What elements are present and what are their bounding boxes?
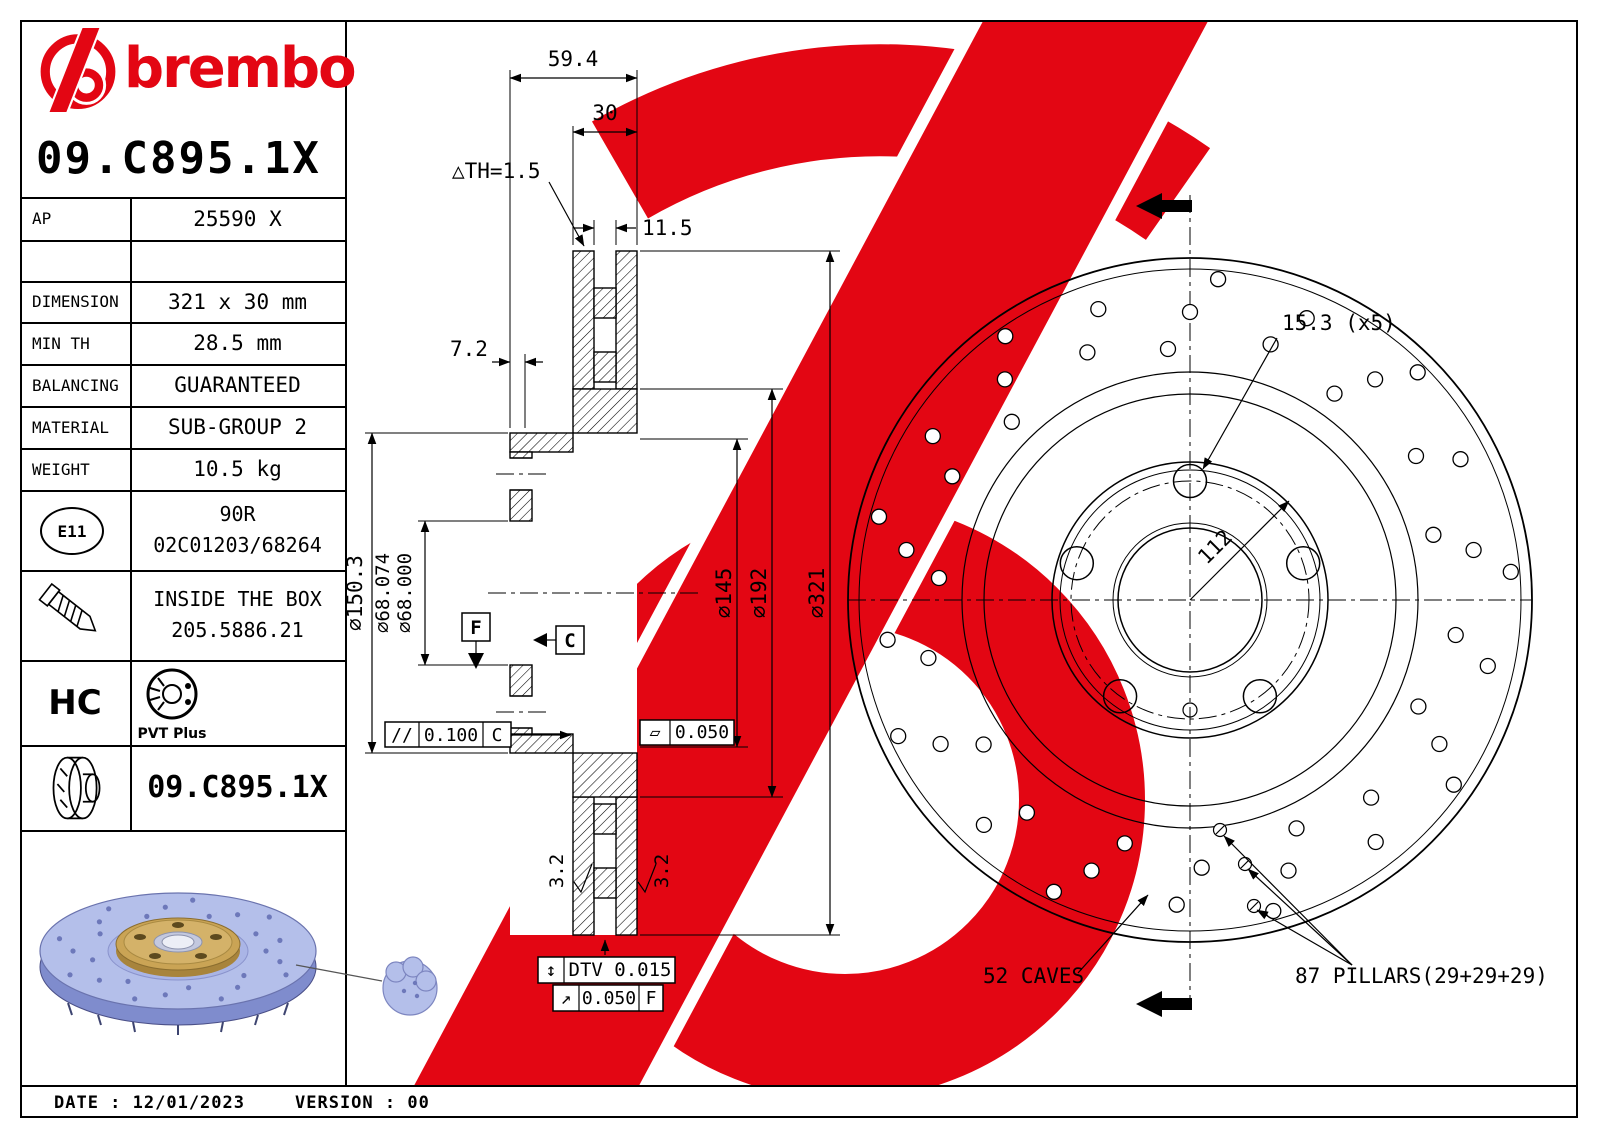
spec-label: BALANCING (32, 375, 119, 395)
screw-icon (38, 582, 97, 632)
runout-value: 0.050 (582, 988, 636, 1009)
spec-label: MIN TH (32, 333, 90, 353)
roughness-right: 3.2 (651, 854, 673, 888)
spec-value: SUB-GROUP 2 (167, 415, 308, 439)
render-drill-dots (56, 897, 289, 1002)
spec-label: AP (32, 209, 52, 228)
dim-thickness: 30 (592, 101, 617, 125)
hub-circle (1051, 461, 1329, 739)
dim-dia-inner: ⌀145 (712, 568, 736, 619)
homologation-value: 90R 02C01203/68264 (130, 490, 345, 570)
flatness-tolerance-box: ▱ 0.050 (639, 719, 735, 746)
title-block-footer: DATE : 12/01/2023 VERSION : 00 (20, 1085, 1578, 1118)
runout-ref: F (646, 988, 657, 1009)
caves-label: 52 CAVES (983, 964, 1084, 988)
brembo-wordmark: brembo (124, 36, 357, 101)
svg-text:F: F (470, 617, 481, 639)
bolt-circle-dimension: 112 (1193, 525, 1237, 569)
flatness-value: 0.050 (675, 722, 729, 743)
e11-badge: E11 (40, 507, 104, 555)
footer-version: VERSION : 00 (295, 1092, 430, 1113)
part-number-title: 09.C895.1X (36, 132, 321, 184)
spec-label: DIMENSION (32, 292, 119, 311)
brake-disc-icon (52, 756, 101, 820)
homologation-line2: 02C01203/68264 (153, 533, 322, 557)
dtv-box: ↕ DTV 0.015 (537, 939, 676, 984)
pillar-marks (1212, 822, 1262, 914)
runout-symbol: ↗ (561, 988, 572, 1009)
runout-box: ↗ 0.050 F (552, 984, 664, 1012)
dim-dia-outer: ⌀321 (805, 568, 829, 619)
bolt-hole-dimension: 15.3 (x5) (1282, 311, 1396, 335)
spec-value: 10.5 kg (193, 457, 282, 481)
inside-the-box-code: 205.5886.21 (171, 618, 304, 642)
parallel-ref: C (492, 725, 503, 746)
dim-wall: 7.2 (450, 337, 488, 361)
section-view: 59.4 30 △TH=1.5 11.5 7.2 ⌀150.3 ⌀68.074 … (345, 47, 840, 1012)
spec-label: WEIGHT (32, 459, 90, 479)
footer-date: DATE : 12/01/2023 (54, 1092, 245, 1113)
spec-value: 321 x 30 mm (167, 289, 308, 314)
brembo-logo-icon (40, 28, 116, 112)
disc-3d-render (39, 892, 438, 1035)
parallelism-tolerance-box: // 0.100 C (384, 721, 572, 748)
parallel-value: 0.100 (424, 725, 478, 746)
section-arrow-top (1136, 193, 1192, 219)
pvt-plus-icon: PVT Plus (138, 668, 207, 742)
dim-dia-vent: ⌀192 (747, 568, 771, 619)
bolt-holes (1059, 463, 1321, 714)
dim-offset: 11.5 (642, 216, 693, 240)
homologation-line1: 90R (219, 502, 256, 526)
dim-width: 59.4 (548, 47, 599, 71)
center-bore-circle (1117, 527, 1263, 673)
hc-badge: HC (48, 682, 102, 723)
dtv-value: DTV 0.015 (569, 959, 672, 981)
technical-drawing: 59.4 30 △TH=1.5 11.5 7.2 ⌀150.3 ⌀68.074 … (345, 20, 1548, 1085)
spec-value: 25590 X (193, 206, 282, 231)
spec-panel: brembo 09.C895.1X AP 25590 X DIMENSION 3… (20, 20, 438, 1085)
dim-dia-hat: ⌀150.3 (345, 555, 367, 631)
part-number-bottom: 09.C895.1X (147, 770, 328, 805)
outer-diameter-circle (847, 257, 1533, 943)
section-arrow-bottom (1136, 991, 1192, 1017)
dim-th-note: △TH=1.5 (452, 159, 541, 183)
spec-value: 28.5 mm (193, 331, 282, 355)
front-view: 15.3 (x5) 112 52 CAVES 87 PILLARS(29+29+… (847, 193, 1548, 1017)
pillars-label: 87 PILLARS(29+29+29) (1295, 964, 1548, 988)
cross-drilled-holes (870, 271, 1519, 920)
inside-the-box-label: INSIDE THE BOX (153, 587, 322, 611)
dtv-symbol: ↕ (546, 960, 557, 981)
spec-value: GUARANTEED (174, 373, 301, 397)
roughness-left: 3.2 (546, 854, 568, 888)
locating-pin-hole (1182, 702, 1198, 718)
dim-dia-bore-min: ⌀68.000 (394, 553, 416, 633)
pillar-detail-balloon (382, 956, 438, 1016)
bolt-circle-centerline (1070, 480, 1310, 720)
spec-label: MATERIAL (32, 417, 110, 437)
parallel-symbol: // (391, 725, 413, 746)
roughness-marks: 3.2 3.2 (546, 854, 673, 894)
datum-c-flag: C (533, 625, 585, 655)
dim-dia-bore-max: ⌀68.074 (372, 553, 394, 633)
render-bolt-holes (134, 922, 222, 959)
pvt-plus-label: PVT Plus (138, 726, 207, 742)
datum-f-flag: F (461, 612, 491, 669)
svg-text:C: C (564, 630, 575, 652)
flatness-symbol: ▱ (650, 722, 661, 743)
inside-the-box: INSIDE THE BOX 205.5886.21 (130, 570, 345, 660)
